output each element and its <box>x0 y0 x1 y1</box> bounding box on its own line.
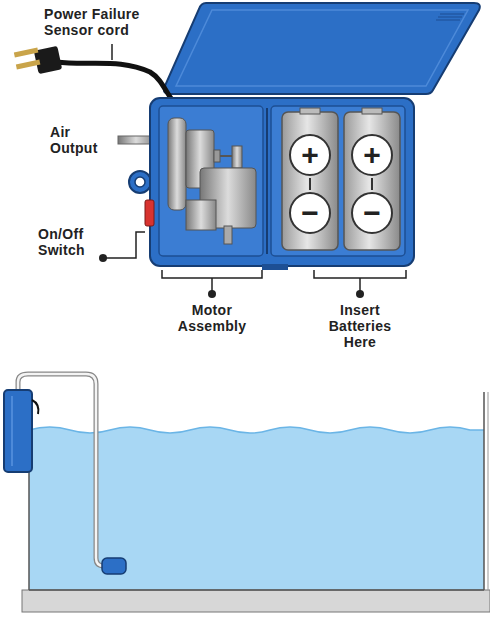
battery-terminal-circle: − <box>289 192 331 234</box>
part-label: On/Off Switch <box>38 226 102 258</box>
battery-terminal-circle: − <box>351 192 393 234</box>
motor-compartment <box>159 106 263 256</box>
sensor-cord <box>56 62 172 100</box>
tank-wall <box>483 392 485 590</box>
hang-hook <box>129 171 151 193</box>
on-off-switch <box>145 200 154 226</box>
housing <box>150 98 414 266</box>
terminal-sign: + <box>363 140 381 170</box>
battery <box>282 108 400 250</box>
air-output <box>118 136 154 144</box>
bracket <box>314 270 406 278</box>
plug-prong <box>14 48 39 58</box>
part-label: Power Failure Sensor cord <box>44 6 184 38</box>
leader-line <box>106 232 145 258</box>
air-stone <box>102 558 126 574</box>
pump-cord <box>32 400 38 414</box>
terminal-sign: − <box>301 198 319 228</box>
bracket <box>162 270 262 278</box>
battery-terminal-circle: + <box>289 134 331 176</box>
terminal-sign: − <box>363 198 381 228</box>
foot <box>262 264 288 270</box>
pump <box>4 390 32 472</box>
part-label: Motor Assembly <box>156 302 268 334</box>
battery-terminal-circle: + <box>351 134 393 176</box>
lid <box>164 3 480 94</box>
terminal-sign: + <box>301 140 319 170</box>
lid-rim <box>176 10 468 86</box>
part-label: Insert Batteries Here <box>318 302 402 350</box>
leader-dot <box>356 290 364 298</box>
leader-dot <box>208 290 216 298</box>
battery-compartment <box>271 106 405 256</box>
tank-base <box>22 590 490 612</box>
lid-vents <box>436 14 464 20</box>
plug-prong <box>16 60 41 70</box>
leader-dot <box>99 254 107 262</box>
motor <box>168 118 256 244</box>
part-label: Air Output <box>50 124 114 156</box>
leader-line <box>111 44 113 60</box>
